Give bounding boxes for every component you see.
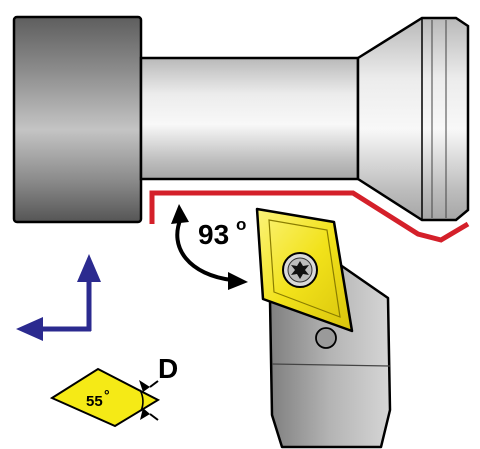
workpiece-collar bbox=[356, 16, 470, 222]
symbol-arrow-bottom-stem bbox=[149, 413, 159, 421]
chuck bbox=[12, 15, 143, 224]
rhombic-insert-icon bbox=[49, 367, 161, 428]
insert-rake-face bbox=[268, 219, 341, 318]
insert-angle-unit: ° bbox=[104, 387, 110, 403]
symbol-arrow-top-stem bbox=[149, 380, 159, 388]
symbol-arrow-top bbox=[139, 380, 150, 392]
symbol-arrow-bottom bbox=[140, 408, 150, 420]
lead-angle-unit: o bbox=[236, 215, 246, 234]
axis-horizontal-arrowhead bbox=[16, 317, 43, 341]
arrow-head-right bbox=[228, 272, 248, 290]
insert bbox=[255, 207, 354, 333]
arrow-head-up bbox=[171, 204, 189, 224]
holder-clamp-hole bbox=[315, 327, 337, 349]
torx-star bbox=[291, 261, 309, 279]
insert-shape-symbol: 55 ° D bbox=[49, 353, 178, 428]
toolpath-profile bbox=[149, 190, 470, 243]
feed-direction-arrows-icon bbox=[16, 254, 101, 341]
lead-angle-arc bbox=[175, 217, 233, 282]
workpiece bbox=[12, 15, 470, 224]
holder-step-line bbox=[271, 363, 391, 367]
axis-vertical-arrowhead bbox=[77, 254, 101, 282]
lead-angle-indicator: 93 o bbox=[171, 204, 248, 290]
workpiece-shaft bbox=[139, 56, 360, 181]
lead-angle-value: 93 bbox=[198, 219, 229, 250]
symbol-angle-arc bbox=[139, 389, 144, 412]
insert-shape-code: D bbox=[158, 353, 178, 384]
insert-angle-value: 55 bbox=[86, 393, 103, 410]
